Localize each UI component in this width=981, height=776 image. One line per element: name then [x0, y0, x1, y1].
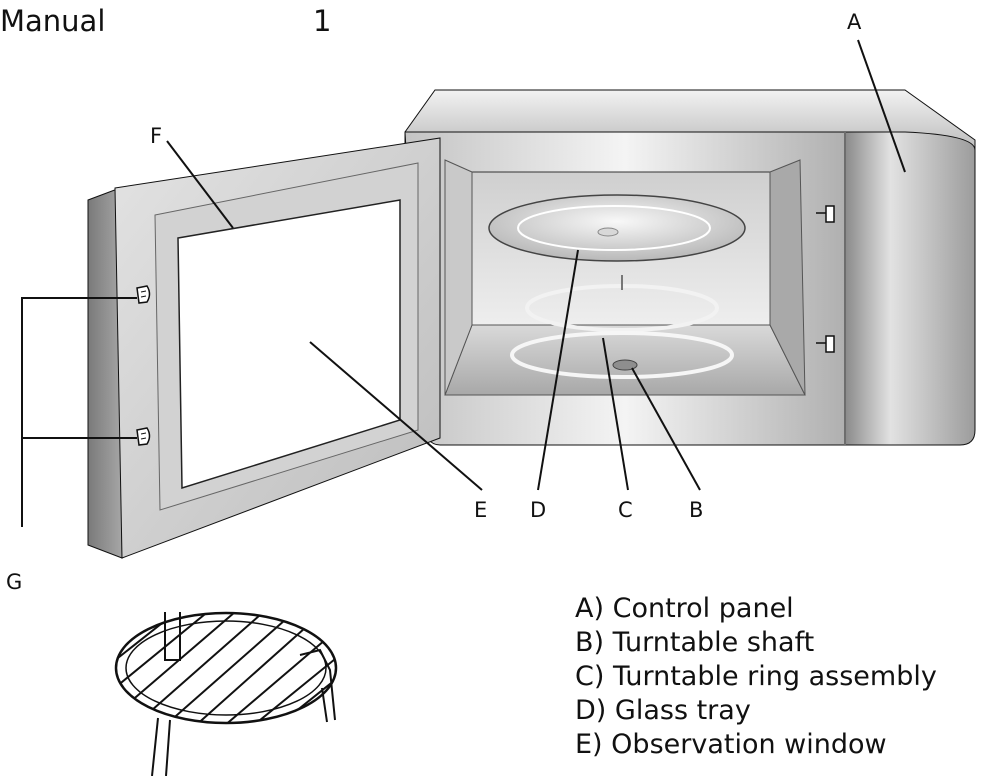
turntable-shaft — [612, 359, 638, 371]
leader-lines — [21, 39, 906, 527]
callout-b: B — [689, 498, 704, 522]
legend-item-e: E) Observation window — [575, 729, 887, 760]
door-latch-icon — [816, 205, 835, 353]
callout-e: E — [474, 498, 488, 522]
callout-a: A — [847, 10, 862, 34]
parts-legend: A) Control panel B) Turntable shaft C) T… — [575, 592, 937, 762]
callout-g: G — [6, 570, 23, 594]
leader-a — [857, 39, 906, 173]
page-number: 1 — [313, 4, 332, 38]
glass-tray — [488, 194, 746, 262]
leader-d — [537, 249, 579, 491]
microwave-door — [87, 137, 441, 559]
leader-f — [166, 140, 234, 229]
control-panel — [844, 131, 976, 446]
cavity-left-wall — [444, 159, 473, 396]
manual-title: Manual — [0, 4, 106, 38]
callout-d: D — [530, 498, 547, 522]
cavity-right-wall — [769, 159, 806, 396]
legend-item-b: B) Turntable shaft — [575, 627, 815, 658]
legend-item-d: D) Glass tray — [575, 695, 751, 726]
callout-f: F — [150, 124, 163, 148]
leader-c — [602, 337, 629, 491]
legend-item-a: A) Control panel — [575, 593, 794, 624]
leader-g — [21, 297, 137, 527]
leader-e — [309, 341, 483, 491]
grill-rack-icon — [114, 611, 338, 776]
callout-c: C — [618, 498, 633, 522]
door-hook-icon — [136, 285, 151, 446]
oven-cavity — [444, 159, 835, 396]
leader-b — [631, 367, 701, 491]
legend-item-c: C) Turntable ring assembly — [575, 661, 937, 692]
